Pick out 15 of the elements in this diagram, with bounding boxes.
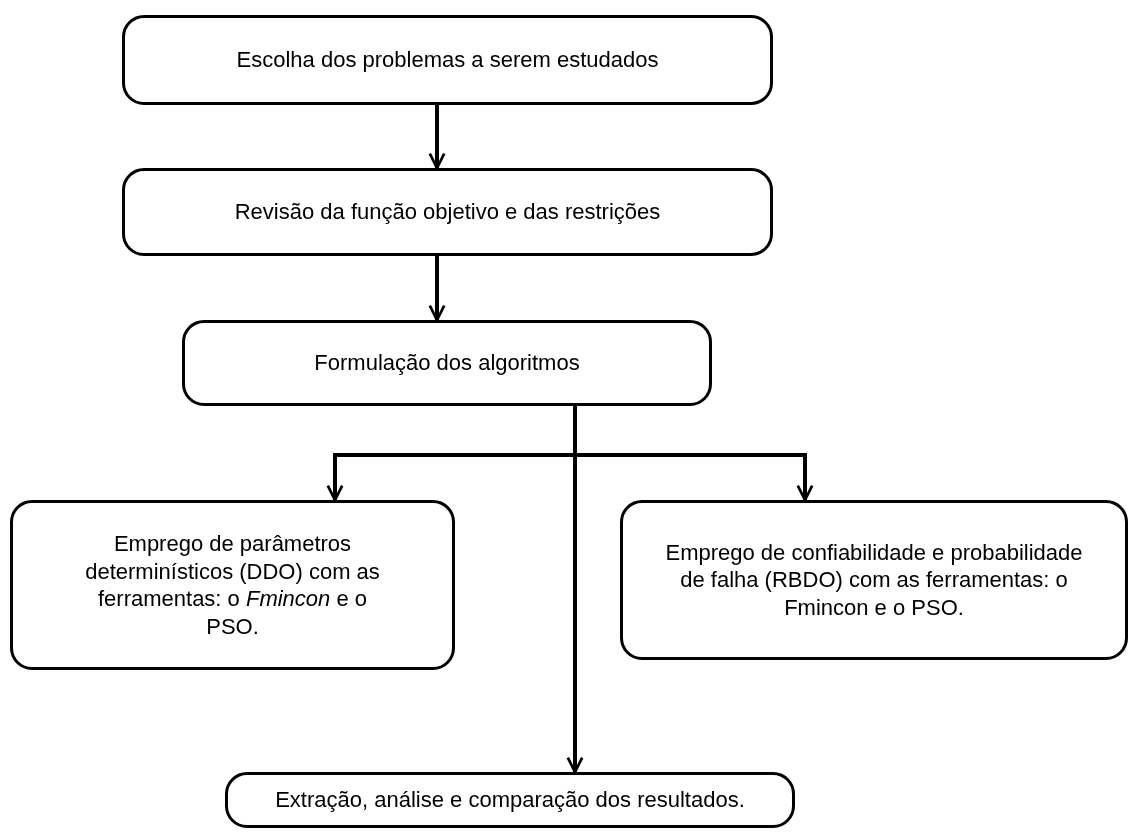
process-box — [122, 15, 773, 105]
box-text: Revisão da função objetivo e das restrições — [234, 198, 661, 226]
process-box — [182, 320, 712, 406]
process-box — [122, 168, 773, 256]
process-box — [10, 500, 455, 670]
process-box — [620, 500, 1128, 660]
box-text: Extração, análise e comparação dos resultados. — [275, 786, 745, 814]
process-box — [225, 772, 795, 828]
box-text: Escolha dos problemas a serem estudados — [236, 46, 659, 74]
arrow — [428, 256, 446, 322]
box-text: Formulação dos algoritmos — [314, 349, 580, 377]
arrow — [428, 105, 446, 170]
box-text: Emprego de parâmetros determinísticos (DDO) com as ferramentas: o Fmincon e o PSO. — [84, 530, 381, 640]
arrow — [566, 406, 584, 774]
box-text: Emprego de confiabilidade e probabilidade de falha (RBDO) com as ferramentas: o Fmincon e o PSO. — [664, 538, 1084, 622]
